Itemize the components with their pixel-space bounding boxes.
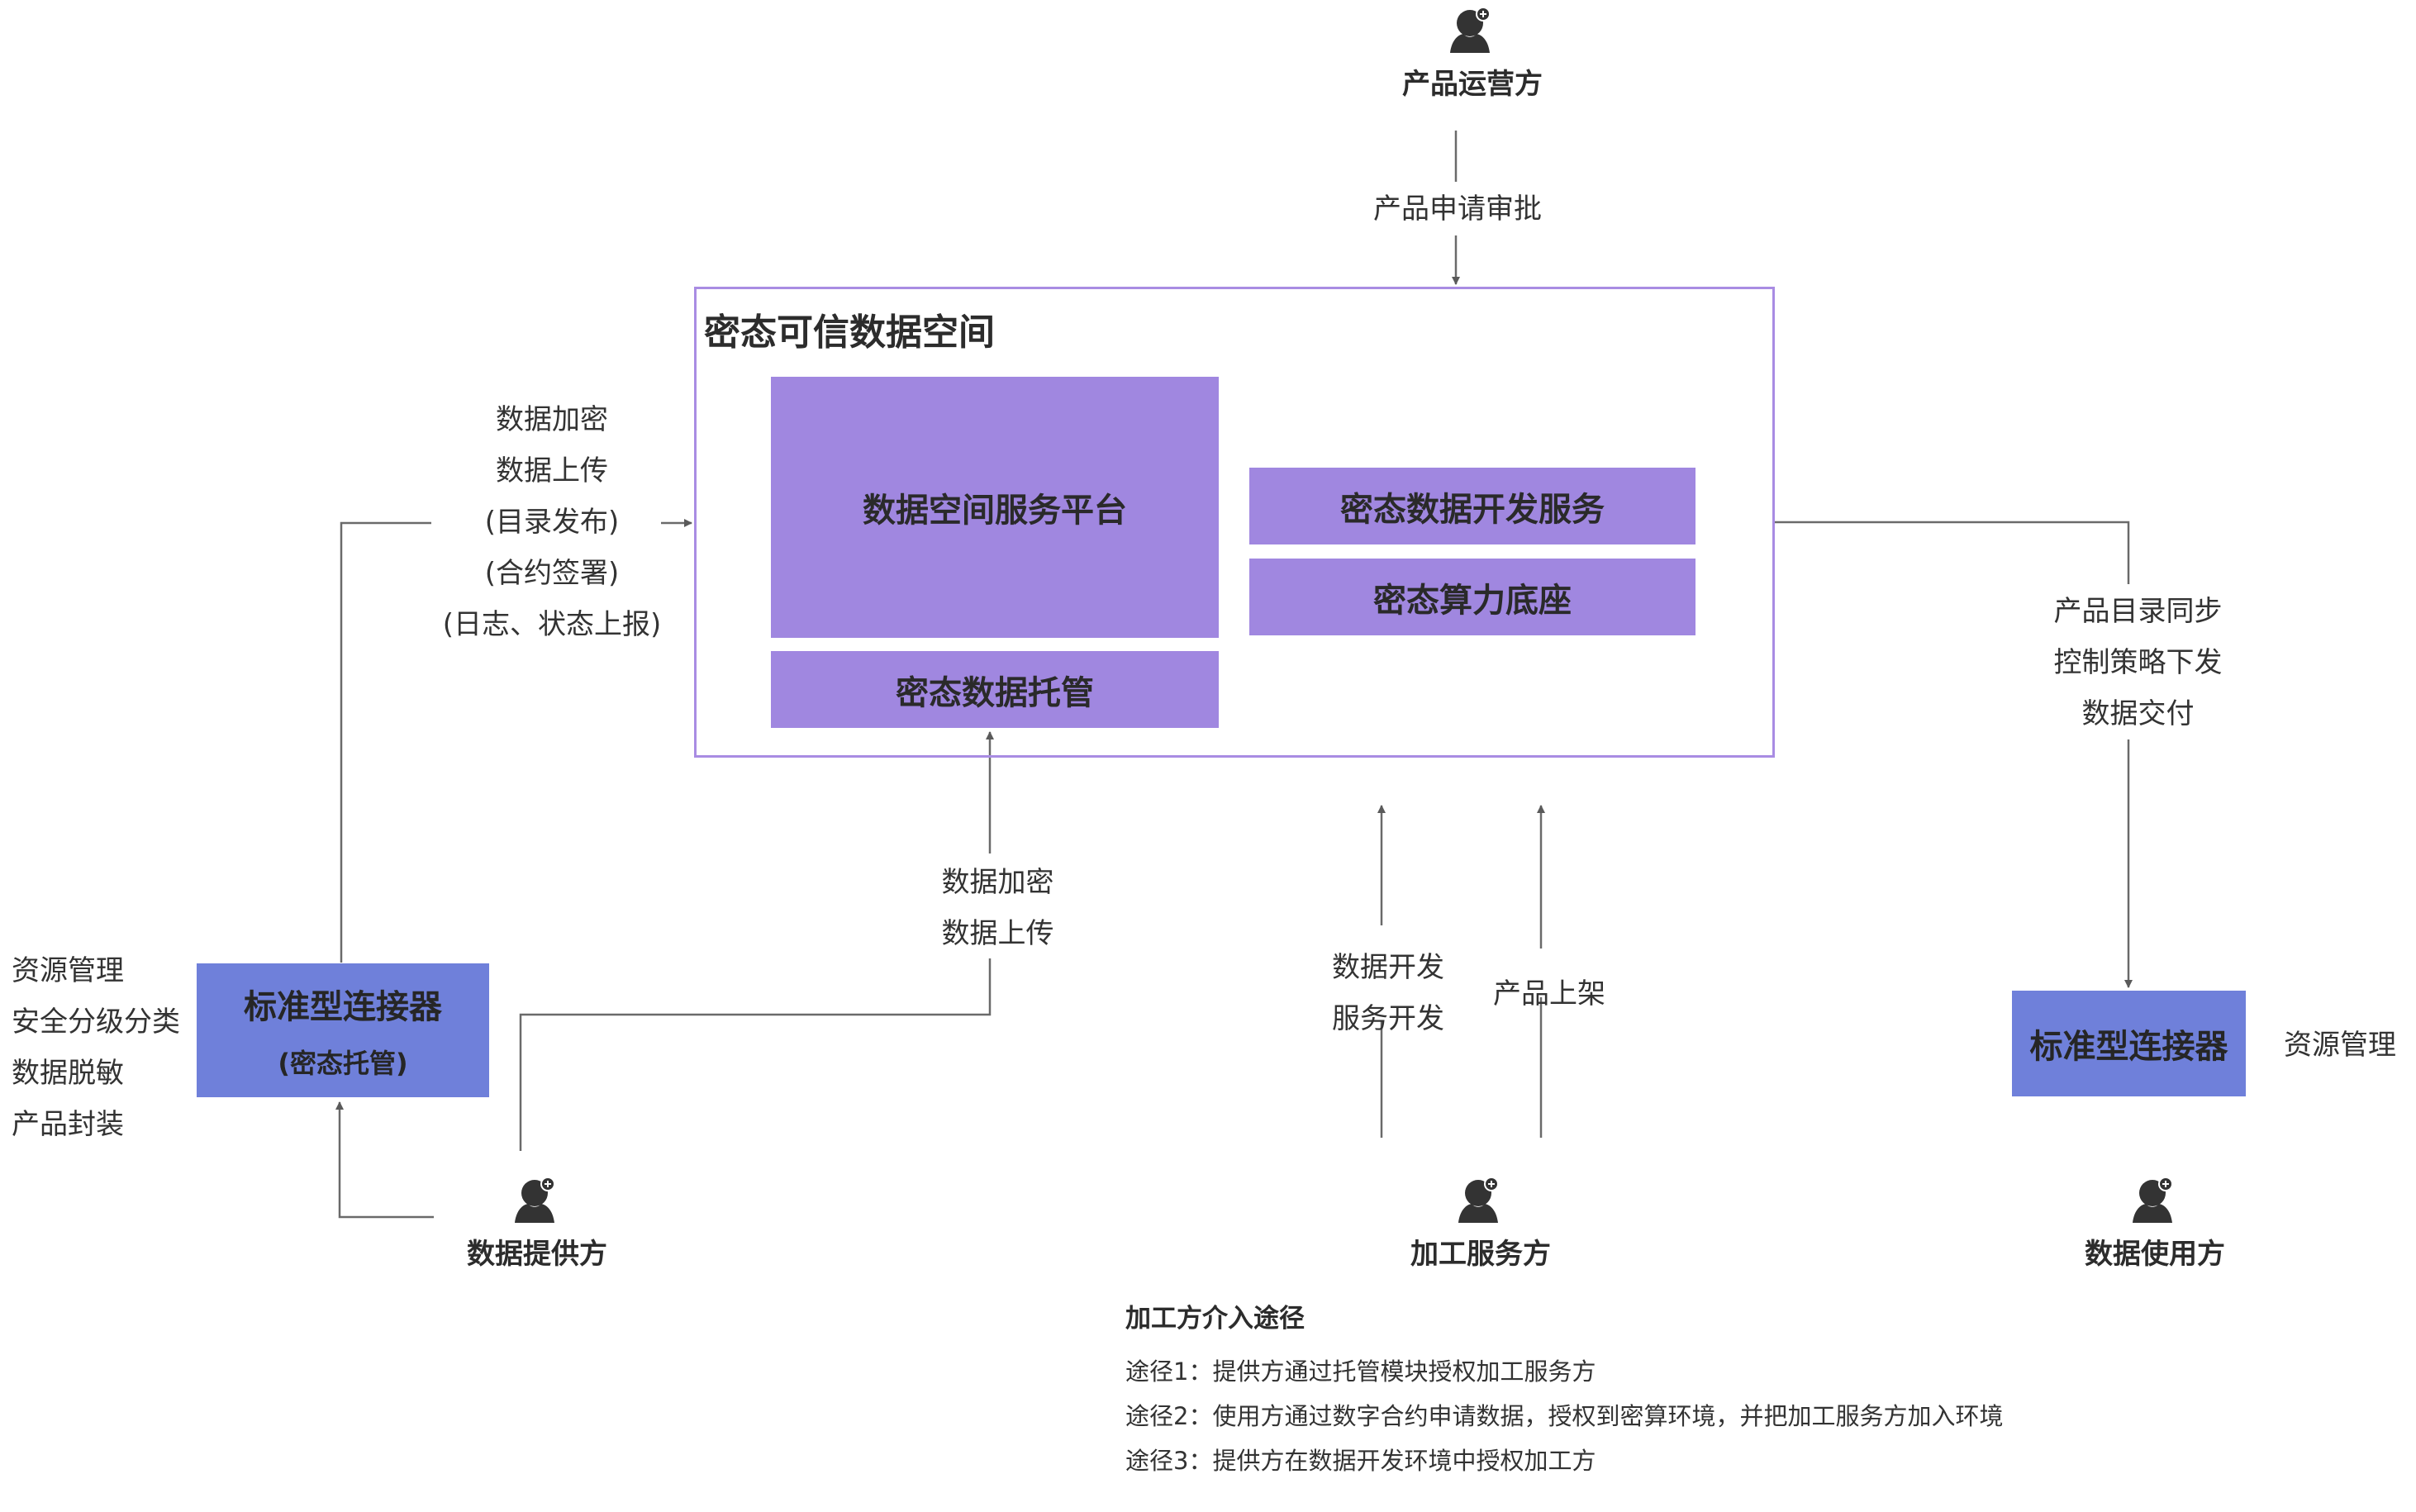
data-space-service-platform-block[interactable]: 数据空间服务平台 (771, 377, 1219, 638)
user-add-icon (515, 1177, 555, 1223)
left-connector-capabilities: 资源管理 安全分级分类 数据脱敏 产品封装 (12, 954, 180, 1141)
encrypted-compute-base-label: 密态算力底座 (1373, 581, 1572, 620)
encrypted-data-custody-label: 密态数据托管 (896, 673, 1094, 712)
encrypted-data-custody-block[interactable]: 密态数据托管 (771, 651, 1219, 728)
actor-name: 数据使用方 (2085, 1238, 2225, 1271)
edge-label-processor-dev: 数据开发 服务开发 (1332, 951, 1444, 1035)
edge-label-processor-publish: 产品上架 (1493, 977, 1605, 1010)
notes-item: 途径3：提供方在数据开发环境中授权加工方 (1125, 1447, 1596, 1475)
processor-access-paths-notes: 加工方介入途径 途径1：提供方通过托管模块授权加工服务方 途径2：使用方通过数字… (1125, 1297, 2003, 1483)
encrypted-data-dev-service-block[interactable]: 密态数据开发服务 (1249, 468, 1695, 544)
edge-label-left-connector-upload: 数据加密 数据上传 (目录发布) (合约签署) (日志、状态上报) (442, 403, 662, 641)
edge-provider-to-left-connector (335, 1101, 434, 1219)
notes-item: 途径2：使用方通过数字合约申请数据，授权到密算环境，并把加工服务方加入环境 (1125, 1402, 2004, 1430)
data-space-service-platform-label: 数据空间服务平台 (863, 492, 1127, 530)
left-standard-connector[interactable]: 标准型连接器 (密态托管) (197, 963, 489, 1097)
right-connector-title: 标准型连接器 (2029, 1028, 2228, 1066)
trusted-data-space-container (694, 287, 1775, 758)
actor-data-provider[interactable]: 数据提供方 (438, 1173, 636, 1272)
user-add-icon (1458, 1177, 1499, 1223)
encrypted-data-dev-service-label: 密态数据开发服务 (1340, 490, 1605, 529)
user-add-icon (2133, 1177, 2173, 1223)
edge-left-connector-up (340, 521, 431, 963)
notes-title: 加工方介入途径 (1125, 1304, 1305, 1334)
encrypted-compute-base-block[interactable]: 密态算力底座 (1249, 559, 1695, 635)
edge-space-to-right-connector-upper (1775, 521, 2130, 584)
edge-label-space-to-consumer: 产品目录同步 控制策略下发 数据交付 (2053, 595, 2223, 730)
left-connector-title: 标准型连接器 (244, 988, 442, 1026)
notes-item: 途径1：提供方通过托管模块授权加工服务方 (1125, 1357, 1596, 1386)
actor-name: 产品运营方 (1402, 68, 1543, 101)
edge-label-product-approval: 产品申请审批 (1373, 193, 1542, 226)
trusted-data-space-title: 密态可信数据空间 (704, 311, 995, 354)
actor-name: 数据提供方 (467, 1238, 607, 1271)
actor-processing-service[interactable]: 加工服务方 (1382, 1173, 1580, 1272)
actor-data-consumer[interactable]: 数据使用方 (2056, 1173, 2254, 1272)
right-connector-capabilities: 资源管理 (2284, 1029, 2396, 1062)
user-add-icon (1450, 7, 1491, 53)
left-connector-subtitle: (密态托管) (278, 1048, 408, 1079)
edge-provider-to-custody-lower (519, 958, 992, 1151)
right-standard-connector[interactable]: 标准型连接器 (2012, 991, 2246, 1096)
actor-name: 加工服务方 (1410, 1238, 1551, 1271)
edge-label-provider-upload: 数据加密 数据上传 (941, 866, 1054, 950)
actor-product-operator[interactable]: 产品运营方 (1373, 3, 1572, 102)
